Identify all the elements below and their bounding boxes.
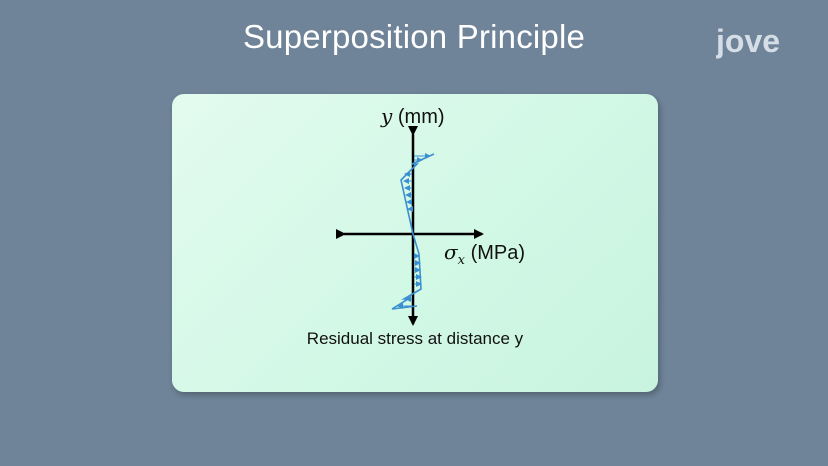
jove-logo: jove bbox=[715, 22, 790, 62]
y-axis-symbol: y bbox=[381, 104, 393, 128]
x-axis-label: σx (MPa) bbox=[444, 240, 525, 268]
x-axis-symbol: σ bbox=[444, 240, 458, 264]
slide-title: Superposition Principle bbox=[242, 18, 586, 55]
stress-diagram bbox=[336, 126, 484, 326]
diagram-card: y (mm) σx (MPa) Residual stress at dista… bbox=[172, 94, 658, 392]
diagram-caption: Residual stress at distance y bbox=[306, 329, 524, 348]
jove-logo-text: jove bbox=[716, 23, 780, 59]
stress-arrows-upper bbox=[403, 153, 431, 212]
y-axis-unit: (mm) bbox=[397, 106, 445, 128]
y-axis-label: y (mm) bbox=[381, 104, 445, 129]
stress-arrows-lower bbox=[397, 253, 422, 309]
x-axis-subscript: x bbox=[457, 253, 465, 268]
stress-profile-lower bbox=[391, 233, 422, 310]
stress-profile-upper bbox=[400, 153, 435, 235]
x-axis-unit: (MPa) bbox=[470, 242, 526, 264]
